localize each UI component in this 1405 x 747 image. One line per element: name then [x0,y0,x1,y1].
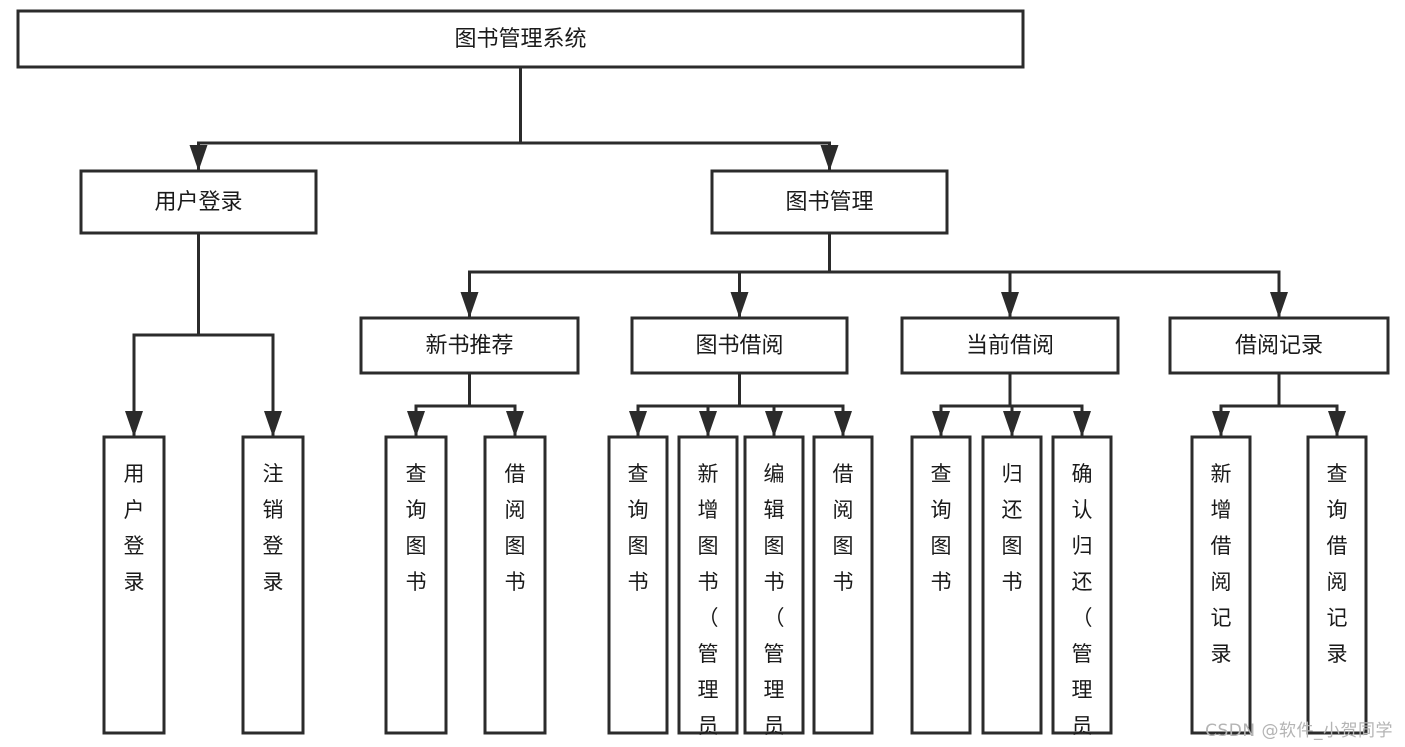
node-label-br-query-record: 查询借阅记录 [1327,462,1348,666]
node-box-user-login-do [102,435,166,735]
node-box-nbr-borrow-book [483,435,547,735]
node-box-borrow-record [1168,316,1390,375]
node-label-user-login-do: 用户登录 [124,462,145,594]
arrow-head-icon-cb-return-book [1003,411,1021,437]
node-box-br-query-record [1306,435,1368,735]
arrow-head-icon-new-book-recommend [460,292,479,318]
node-box-root [16,9,1025,69]
node-box-new-book-recommend [359,316,580,375]
node-box-bb-query-book [607,435,669,735]
arrow-head-icon-user-login-do [125,411,143,437]
node-box-br-add-record [1190,435,1252,735]
node-label-root: 图书管理系统 [454,27,586,52]
node-cb-confirm-return[interactable]: 确认归还（管理员） [1051,435,1113,747]
node-user-login-do[interactable]: 用户登录 [102,435,166,735]
node-box-nbr-query-book [384,435,448,735]
node-box-current-borrow [900,316,1120,375]
node-label-bb-add-book: 新增图书（管理员） [698,462,719,747]
node-cb-return-book[interactable]: 归还图书 [981,435,1043,735]
node-root[interactable]: 图书管理系统 [16,9,1025,69]
connector-layer [125,65,1346,439]
node-cb-query-book[interactable]: 查询图书 [910,435,972,735]
node-bb-add-book[interactable]: 新增图书（管理员） [677,435,739,747]
node-book-manage[interactable]: 图书管理 [710,169,949,235]
node-bb-borrow-book[interactable]: 借阅图书 [812,435,874,735]
node-box-user-logout [241,435,305,735]
node-box-user-login [79,169,318,235]
node-label-new-book-recommend: 新书推荐 [425,334,513,359]
node-box-cb-confirm-return [1051,435,1113,735]
arrow-head-icon-user-logout [264,411,282,437]
node-label-bb-borrow-book: 借阅图书 [833,462,854,594]
node-label-borrow-record: 借阅记录 [1235,334,1323,359]
node-current-borrow[interactable]: 当前借阅 [900,316,1120,375]
node-bb-edit-book[interactable]: 编辑图书（管理员） [743,435,805,747]
arrow-head-icon-nbr-query-book [407,411,425,437]
node-box-book-borrow [630,316,849,375]
node-box-cb-return-book [981,435,1043,735]
node-label-user-login: 用户登录 [154,190,242,215]
node-label-cb-query-book: 查询图书 [931,462,952,594]
arrow-head-icon-bb-edit-book [765,411,783,437]
node-label-nbr-query-book: 查询图书 [406,462,427,594]
arrow-head-icon-user-login [189,145,208,171]
arrow-head-icon-bb-query-book [629,411,647,437]
arrow-head-icon-current-borrow [1001,292,1019,318]
node-label-user-logout: 注销登录 [263,462,284,594]
node-label-bb-edit-book: 编辑图书（管理员） [764,462,785,747]
arrow-head-icon-br-add-record [1212,411,1230,437]
node-user-login[interactable]: 用户登录 [79,169,318,235]
node-label-nbr-borrow-book: 借阅图书 [505,462,526,594]
node-box-bb-borrow-book [812,435,874,735]
node-label-bb-query-book: 查询图书 [628,462,649,594]
node-label-book-borrow: 图书借阅 [695,334,783,359]
node-book-borrow[interactable]: 图书借阅 [630,316,849,375]
node-label-cb-return-book: 归还图书 [1002,462,1023,594]
node-label-book-manage: 图书管理 [785,190,873,215]
arrow-head-icon-book-borrow [730,292,749,318]
node-box-book-manage [710,169,949,235]
arrow-head-icon-bb-borrow-book [834,411,852,437]
arrow-head-icon-cb-query-book [932,411,950,437]
node-nbr-borrow-book[interactable]: 借阅图书 [483,435,547,735]
node-borrow-record[interactable]: 借阅记录 [1168,316,1390,375]
node-box-bb-edit-book [743,435,805,735]
arrow-head-icon-br-query-record [1328,411,1346,437]
node-box-bb-add-book [677,435,739,735]
node-br-query-record[interactable]: 查询借阅记录 [1306,435,1368,735]
arrow-head-icon-nbr-borrow-book [506,411,524,437]
node-new-book-recommend[interactable]: 新书推荐 [359,316,580,375]
arrow-head-icon-book-manage [820,145,839,171]
node-user-logout[interactable]: 注销登录 [241,435,305,735]
node-label-cb-confirm-return: 确认归还（管理员） [1072,462,1093,747]
arrow-head-icon-cb-confirm-return [1073,411,1091,437]
arrow-head-icon-bb-add-book [699,411,717,437]
node-label-br-add-record: 新增借阅记录 [1211,462,1232,666]
node-nbr-query-book[interactable]: 查询图书 [384,435,448,735]
node-layer: 图书管理系统用户登录用户登录注销登录图书管理新书推荐查询图书借阅图书图书借阅查询… [16,9,1390,747]
node-bb-query-book[interactable]: 查询图书 [607,435,669,735]
node-box-cb-query-book [910,435,972,735]
arrow-head-icon-borrow-record [1270,292,1288,318]
node-br-add-record[interactable]: 新增借阅记录 [1190,435,1252,735]
node-label-current-borrow: 当前借阅 [966,334,1054,359]
